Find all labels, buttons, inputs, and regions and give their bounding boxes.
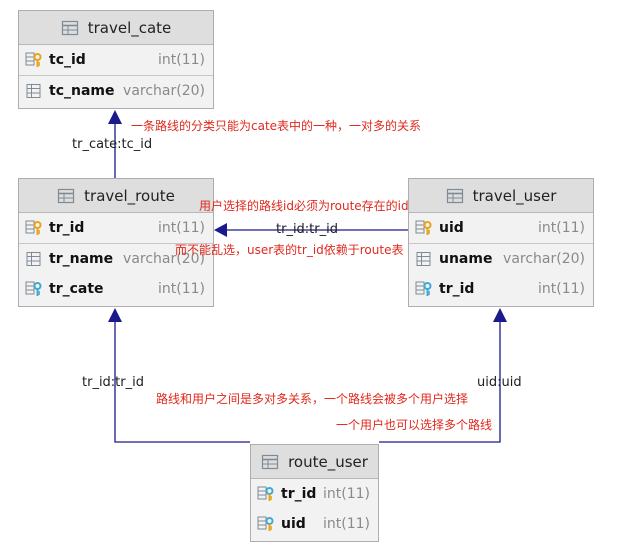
column-row[interactable]: uname varchar(20) [409, 243, 593, 274]
column-row[interactable]: tr_cate int(11) [19, 274, 213, 304]
column-icon [26, 84, 41, 98]
column-name: tr_id [49, 220, 85, 236]
table-header[interactable]: travel_route [19, 179, 213, 213]
column-type: varchar(20) [123, 251, 205, 267]
table-header[interactable]: travel_user [409, 179, 593, 213]
column-name: tc_id [49, 52, 86, 68]
column-type: int(11) [323, 486, 370, 502]
column-row[interactable]: uid int(11) [251, 509, 378, 539]
column-name: tr_name [49, 251, 114, 267]
annotation-many-to-many-2: 一个用户也可以选择多个路线 [336, 418, 493, 432]
column-type: varchar(20) [123, 83, 205, 99]
user-route-arrowhead [214, 223, 227, 237]
relation-label-ru-user: uid:uid [477, 375, 522, 390]
column-name: tc_name [49, 83, 115, 99]
foreign-key-icon [415, 281, 432, 296]
column-type: int(11) [158, 220, 205, 236]
column-icon [26, 252, 41, 266]
route-cate-arrowhead [108, 110, 122, 124]
column-row[interactable]: tr_id int(11) [409, 274, 593, 304]
table-name: route_user [288, 452, 368, 471]
annotation-user-route-2: 而不能乱选，user表的tr_id依赖于route表 [175, 243, 404, 257]
column-name: tr_id [439, 281, 475, 297]
table-icon [446, 188, 463, 203]
column-type: int(11) [538, 220, 585, 236]
primary-key-icon [25, 52, 42, 67]
column-row[interactable]: tc_name varchar(20) [19, 75, 213, 106]
ru-user-line [379, 320, 501, 443]
column-type: int(11) [538, 281, 585, 297]
table-icon [261, 454, 279, 469]
ru-route-line [114, 320, 250, 443]
column-type: varchar(20) [503, 251, 585, 267]
column-type: int(11) [158, 281, 205, 297]
column-row[interactable]: tc_id int(11) [19, 45, 213, 75]
column-type: int(11) [158, 52, 205, 68]
relation-label-route-cate: tr_cate:tc_id [72, 137, 153, 152]
column-icon [416, 252, 431, 266]
table-icon [61, 20, 78, 35]
column-name: tr_cate [49, 281, 104, 297]
foreign-key-icon [25, 281, 42, 296]
table-travel-route[interactable]: travel_route tr_id int(11) tr_name varch… [18, 178, 214, 307]
column-row[interactable]: tr_name varchar(20) [19, 243, 213, 274]
column-name: uname [439, 251, 493, 267]
primary-foreign-key-icon [257, 486, 274, 501]
annotation-user-route-1: 用户选择的路线id必须为route存在的id [199, 199, 409, 213]
relation-label-ru-route: tr_id:tr_id [82, 375, 144, 390]
column-row[interactable]: tr_id int(11) [19, 213, 213, 243]
table-travel-user[interactable]: travel_user uid int(11) uname varchar(20… [408, 178, 594, 307]
table-header[interactable]: route_user [251, 445, 378, 479]
ru-route-arrowhead [108, 308, 122, 322]
column-row[interactable]: uid int(11) [409, 213, 593, 243]
table-route-user[interactable]: route_user tr_id int(11) uid int(11) [250, 444, 379, 542]
annotation-many-to-many-1: 路线和用户之间是多对多关系，一个路线会被多个用户选择 [156, 392, 469, 406]
primary-key-icon [25, 220, 42, 235]
primary-key-icon [415, 220, 432, 235]
table-name: travel_user [472, 186, 557, 205]
column-type: int(11) [323, 516, 370, 532]
column-name: uid [439, 220, 464, 236]
table-header[interactable]: travel_cate [19, 11, 213, 45]
primary-foreign-key-icon [257, 516, 274, 531]
column-name: uid [281, 516, 306, 532]
table-travel-cate[interactable]: travel_cate tc_id int(11) tc_name varcha… [18, 10, 214, 109]
column-name: tr_id [281, 486, 317, 502]
annotation-cate-note: 一条路线的分类只能为cate表中的一种，一对多的关系 [131, 119, 422, 133]
relation-label-user-route: tr_id:tr_id [276, 222, 338, 237]
ru-user-arrowhead [493, 308, 507, 322]
table-name: travel_cate [87, 18, 172, 37]
column-row[interactable]: tr_id int(11) [251, 479, 378, 509]
table-name: travel_route [84, 186, 175, 205]
table-icon [58, 188, 75, 203]
